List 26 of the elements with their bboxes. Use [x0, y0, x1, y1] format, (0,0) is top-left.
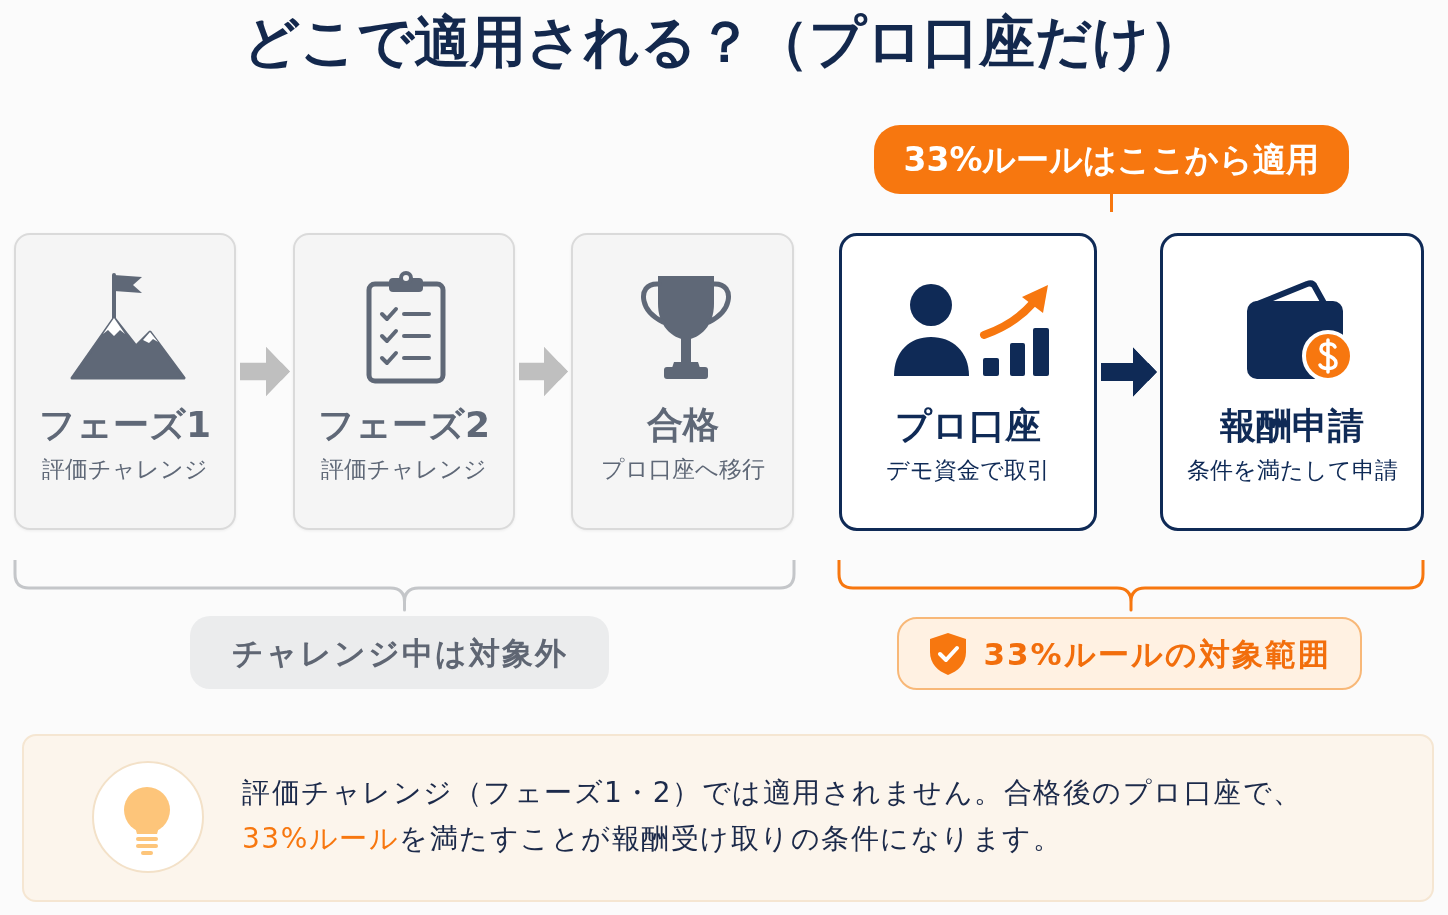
card-subtitle: プロ口座へ移行	[600, 455, 765, 484]
callout-text: 33%ルールはここから適用	[903, 139, 1320, 180]
arrow	[519, 346, 568, 397]
card-title: 報酬申請	[1220, 404, 1364, 448]
arrow	[240, 346, 290, 397]
step-card	[571, 233, 794, 530]
step-card	[14, 233, 236, 530]
step-card	[839, 233, 1097, 531]
scope-pill	[897, 617, 1362, 690]
page-title: どこで適用される？（プロ口座だけ）	[243, 10, 1205, 74]
callout-banner	[874, 125, 1349, 194]
card-subtitle: 評価チャレンジ	[321, 455, 487, 484]
pill-text: 33%ルールの対象範囲	[983, 634, 1331, 674]
card-title: 合格	[646, 403, 719, 447]
card-subtitle: 条件を満たして申請	[1186, 456, 1398, 485]
arrow	[1101, 347, 1157, 397]
card-title: フェーズ1	[38, 403, 212, 447]
card-title: プロ口座	[895, 404, 1041, 448]
card-subtitle: 評価チャレンジ	[42, 455, 208, 484]
card-subtitle: デモ資金で取引	[886, 456, 1050, 485]
note-text: 評価チャレンジ（フェーズ1・2）では適用されません。合格後のプロ口座で、33%ルールを満たすことが報酬受け取りの条件になります。	[242, 775, 1304, 857]
note-panel	[22, 734, 1434, 902]
card-title: フェーズ2	[317, 403, 491, 447]
pill-text: チャレンジ中は対象外	[231, 633, 568, 673]
step-card	[293, 233, 515, 530]
step-card	[1160, 233, 1424, 531]
